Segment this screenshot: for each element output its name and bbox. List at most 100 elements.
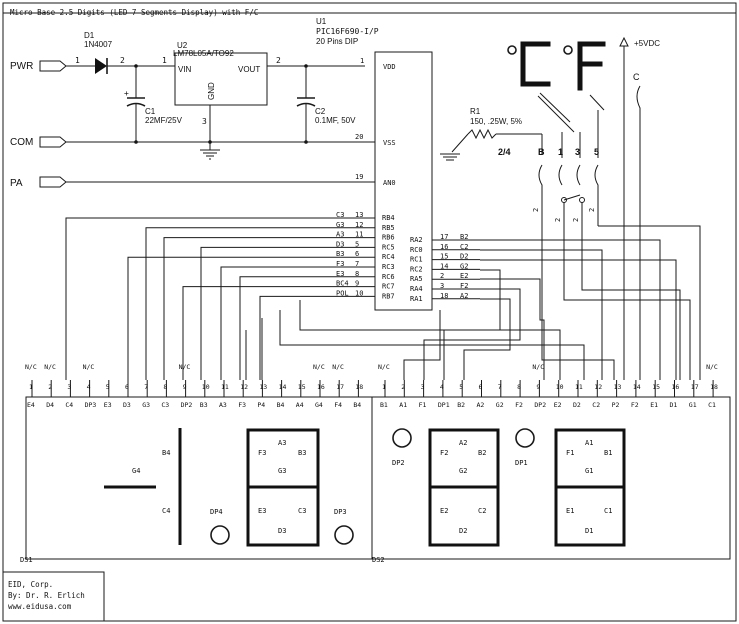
display-pin-name: C1 [708,401,716,409]
display-pin-num: 3 [67,383,71,391]
d1-part: 1N4007 [84,40,113,49]
r1-ref: R1 [470,107,481,116]
display-pin-num: 7 [498,383,502,391]
seg-label: C3 [298,507,306,515]
u1-pin-name: RB5 [382,224,395,232]
nc-label: N/C [313,363,325,371]
display-pin-name: A4 [296,401,304,409]
seg-label: F1 [566,449,574,457]
u1-right-net: E2 [460,272,468,280]
jumper-pin-b: B [538,147,545,157]
display-pin-name: A2 [477,401,485,409]
u1-pin-name: AN0 [383,179,396,187]
display-pin-name: C3 [161,401,169,409]
display-pin-num: 17 [336,383,344,391]
seg-label: B2 [478,449,486,457]
seg-label: A1 [585,439,593,447]
dp4-dot [210,525,230,545]
display-pin-name: B4 [353,401,361,409]
nc-label: N/C [532,363,544,371]
com-port [39,136,67,148]
u1-right-net: C2 [460,243,468,251]
seg-label: G4 [132,467,140,475]
display-pin-num: 1 [29,383,33,391]
u1-pin-name: RC5 [382,243,395,251]
display-pin-name: F2 [631,401,639,409]
u1-left-net: B3 [336,250,344,258]
u1-pin-name: RC3 [382,263,395,271]
r1-resistor-symbol [467,128,497,140]
display-pin-num: 18 [710,383,718,391]
display-pin-name: E2 [554,401,562,409]
sheet-title: Micro Base 2.5 Digits (LED 7 Segments Di… [10,8,258,17]
u1-pin-name: VSS [383,139,396,147]
u1-pin-num: 14 [440,262,448,270]
u1-pin-num: 13 [355,211,363,219]
display-pin-num: 10 [202,383,210,391]
u1-pin-num: 15 [440,253,448,261]
display-pin-num: 15 [298,383,306,391]
u1-pin-num: 7 [355,260,359,268]
u2-vout: VOUT [238,65,260,74]
display-pin-num: 4 [87,383,91,391]
display-pin-name: A3 [219,401,227,409]
display-pin-name: A1 [399,401,407,409]
u1-pin-num: 8 [355,270,359,278]
ground-symbol-r1 [440,153,460,161]
display-pin-num: 1 [382,383,386,391]
u1-pin-name: RB6 [382,234,395,242]
display-pin-name: P4 [257,401,265,409]
u1-pin-name: VDD [383,63,396,71]
u1-pin-name: RA2 [410,236,423,244]
seg-label: B1 [604,449,612,457]
u1-pin-num: 20 [355,133,363,141]
display-pin-num: 12 [240,383,248,391]
title-block [2,571,105,622]
jumper-pin-2-4: 2/4 [498,147,511,157]
display-pin-name: E1 [650,401,658,409]
u1-pin-name: RA1 [410,295,423,303]
u1-pin-num: 1 [360,57,364,65]
u1-pic-chip [374,51,433,311]
u1-left-net: F3 [336,260,344,268]
seg-label: DP3 [334,508,347,516]
seg-label: G3 [278,467,286,475]
u1-pin-num: 3 [440,282,444,290]
u1-ref: U1 [316,17,327,26]
display-pin-name: G3 [142,401,150,409]
display-pin-num: 6 [479,383,483,391]
display-pin-name: D2 [573,401,581,409]
u1-package: 20 Pins DIP [316,37,358,46]
ds2-display [371,396,731,560]
digit-1 [554,428,626,547]
display-pin-num: 17 [691,383,699,391]
jumper-pin-1: 1 [558,147,563,157]
c1-ref: C1 [145,107,156,116]
r1-value: 150, .25W, 5% [470,117,522,126]
u1-left-net: A3 [336,231,344,239]
u1-left-net: BC4 [336,280,349,288]
u1-pin-name: RC6 [382,273,395,281]
display-pin-name: D3 [123,401,131,409]
display-pin-name: DP3 [85,401,97,409]
display-pin-num: 12 [594,383,602,391]
d1-ref: D1 [84,31,95,40]
nc-label: N/C [378,363,390,371]
jumper-two-label: 2 [554,218,562,222]
display-pin-name: E3 [104,401,112,409]
c1-plate-bottom [126,102,146,107]
display-pin-num: 9 [536,383,540,391]
nc-label: N/C [706,363,718,371]
display-pin-name: P2 [612,401,620,409]
display-pin-name: D4 [46,401,54,409]
seg-label: DP4 [210,508,223,516]
display-pin-name: C4 [65,401,73,409]
display-pin-name: DP2 [534,401,546,409]
display-pin-num: 5 [459,383,463,391]
u1-right-net: G2 [460,262,468,270]
u1-pin-num: 19 [355,173,363,181]
footer-company: EID, Corp. [8,580,53,589]
u1-left-net: G3 [336,221,344,229]
footer-web: www.eidusa.com [8,602,72,611]
